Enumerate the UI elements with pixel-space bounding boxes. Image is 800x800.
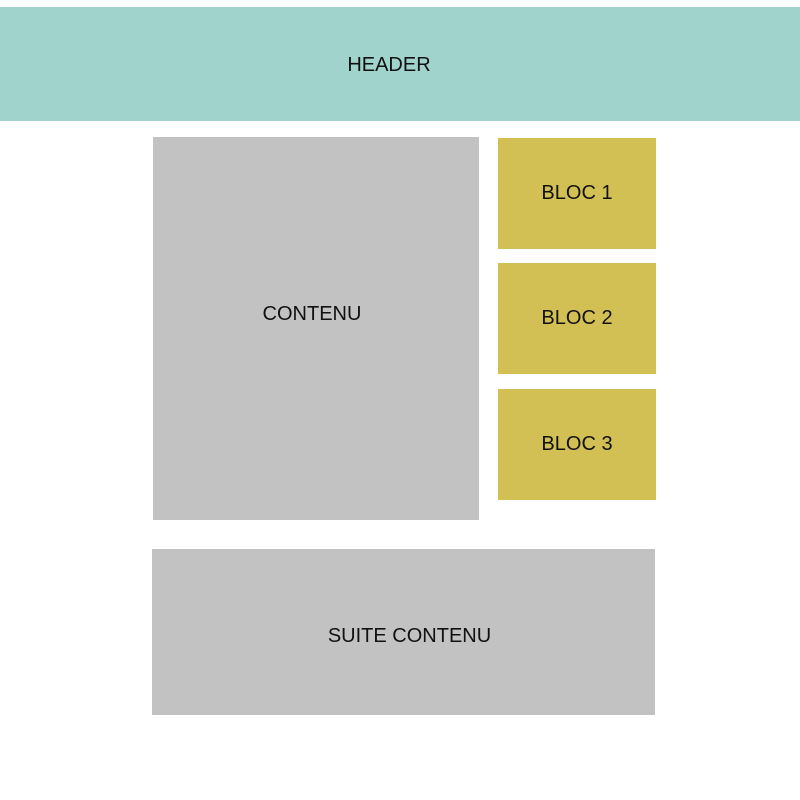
sidebar-block-2-label: BLOC 2 xyxy=(541,307,613,329)
sidebar-block-3-label: BLOC 3 xyxy=(541,433,613,455)
sidebar-block-1-label: BLOC 1 xyxy=(541,182,613,204)
sidebar-block-3: BLOC 3 xyxy=(498,389,656,500)
header-label: HEADER xyxy=(347,53,431,76)
sidebar-block-2: BLOC 2 xyxy=(498,263,656,374)
main-content-region: CONTENU xyxy=(153,137,479,520)
header-region: HEADER xyxy=(0,7,800,121)
secondary-content-label: SUITE CONTENU xyxy=(327,624,492,647)
main-content-label: CONTENU xyxy=(262,303,362,325)
sidebar-block-1: BLOC 1 xyxy=(498,138,656,249)
secondary-content-region: SUITE CONTENU xyxy=(152,549,655,715)
